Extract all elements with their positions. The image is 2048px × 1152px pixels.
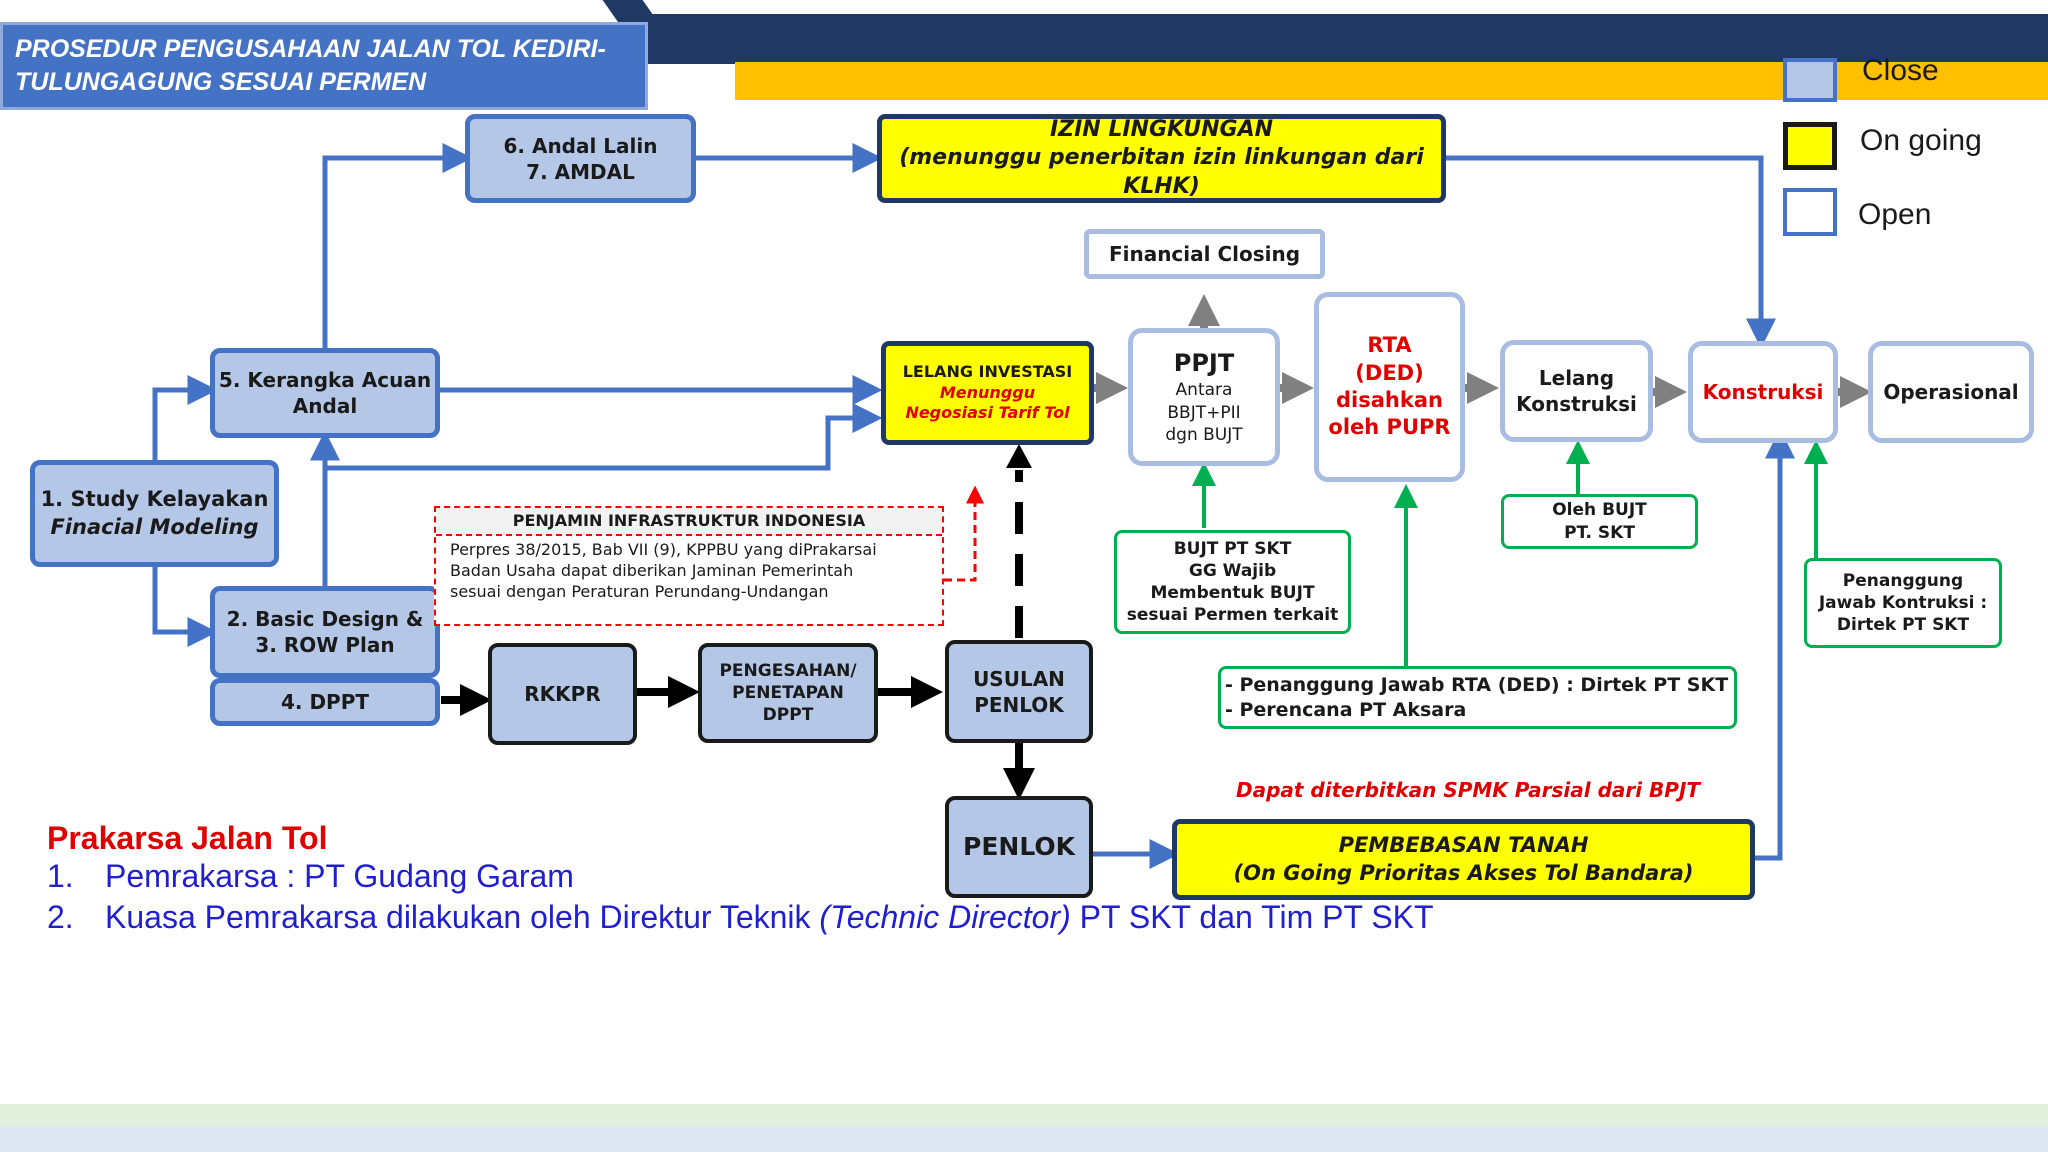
page-title-line2: TULUNGAGUNG SESUAI PERMEN	[15, 67, 427, 96]
note-penanggung-jawab-kontruksi: Penanggung Jawab Kontruksi : Dirtek PT S…	[1804, 558, 2002, 648]
node-basic-design[interactable]: 2. Basic Design & 3. ROW Plan	[210, 586, 440, 678]
node-pembebasan-line2: (On Going Prioritas Akses Tol Bandara)	[1233, 860, 1694, 885]
node-kerangka-acuan[interactable]: 5. Kerangka Acuan Andal	[210, 348, 440, 438]
node-usulan-line2: PENLOK	[974, 692, 1064, 717]
node-lelang-inv-line2: Menunggu	[939, 382, 1036, 402]
note-penanggung-line2: Jawab Kontruksi :	[1818, 592, 1988, 613]
pii-note: PENJAMIN INFRASTRUKTUR INDONESIA Perpres…	[434, 506, 944, 626]
note-oleh-bujt: Oleh BUJT PT. SKT	[1501, 494, 1698, 549]
node-lelang-kon-line2: Konstruksi	[1516, 392, 1637, 416]
node-financial-closing[interactable]: Financial Closing	[1084, 229, 1325, 279]
note-bujt-line1: BUJT PT SKT	[1173, 538, 1292, 559]
footer-band	[0, 1104, 2048, 1126]
node-ppjt-line3: BBJT+PII	[1167, 402, 1241, 423]
node-lelang-kon-line1: Lelang	[1538, 366, 1615, 390]
node-penlok[interactable]: PENLOK	[945, 796, 1093, 898]
node-kerangka-line2: Andal	[292, 394, 358, 418]
node-study-kelayakan[interactable]: 1. Study Kelayakan Finacial Modeling	[30, 460, 279, 567]
note-rta-penanggung-jawab: - Penanggung Jawab RTA (DED) : Dirtek PT…	[1218, 666, 1737, 729]
node-andal-line2: 7. AMDAL	[526, 159, 635, 184]
prakarsa-item-1: 1. Pemrakarsa : PT Gudang Garam	[47, 858, 574, 895]
node-pengesahan-line2: PENETAPAN	[732, 682, 844, 703]
prakarsa-item-2: 2. Kuasa Pemrakarsa dilakukan oleh Direkt…	[47, 899, 1434, 936]
node-study-line1: 1. Study Kelayakan	[40, 487, 269, 512]
prakarsa-item-2-text-a: Kuasa Pemrakarsa dilakukan oleh Direktur…	[105, 899, 811, 935]
node-andal-lalin[interactable]: 6. Andal Lalin 7. AMDAL	[465, 114, 696, 203]
node-dppt-line1: 4. DPPT	[280, 690, 370, 714]
node-study-line2: Finacial Modeling	[50, 514, 259, 539]
note-penanggung-line1: Penanggung	[1842, 570, 1964, 591]
prakarsa-item-1-number: 1.	[47, 858, 74, 894]
node-basic-line1: 2. Basic Design &	[226, 607, 424, 631]
note-spmk-parsial: Dapat diterbitkan SPMK Parsial dari BPJT	[1236, 778, 1701, 802]
page-title-line1: PROSEDUR PENGUSAHAAN JALAN TOL KEDIRI-	[15, 35, 606, 63]
node-ppjt-line4: dgn BUJT	[1165, 424, 1243, 445]
note-penanggung-line3: Dirtek PT SKT	[1836, 615, 1970, 636]
prakarsa-title: Prakarsa Jalan Tol	[47, 820, 328, 856]
note-bujt-line2: GG Wajib	[1188, 560, 1277, 581]
node-rta-line4: oleh PUPR	[1328, 415, 1451, 440]
node-izin-lingkungan[interactable]: IZIN LINGKUNGAN (menunggu penerbitan izi…	[877, 114, 1446, 203]
note-oleh-line2: PT. SKT	[1564, 522, 1635, 543]
node-operasional-line1: Operasional	[1883, 380, 2019, 404]
legend-close-swatch	[1783, 58, 1837, 102]
node-pembebasan-tanah[interactable]: PEMBEBASAN TANAH (On Going Prioritas Aks…	[1172, 819, 1755, 900]
node-pengesahan-line1: PENGESAHAN/	[719, 660, 857, 681]
node-basic-line2: 3. ROW Plan	[255, 633, 395, 657]
legend-open-swatch	[1783, 188, 1837, 236]
legend-open-label: Open	[1858, 198, 1932, 231]
legend-ongoing-swatch	[1783, 122, 1837, 170]
node-penlok-line1: PENLOK	[963, 831, 1075, 861]
node-andal-line1: 6. Andal Lalin	[503, 133, 658, 158]
prakarsa-item-1-text: Pemrakarsa : PT Gudang Garam	[105, 858, 574, 894]
node-pembebasan-line1: PEMBEBASAN TANAH	[1338, 833, 1589, 858]
node-dppt[interactable]: 4. DPPT	[210, 678, 440, 726]
node-konstruksi[interactable]: Konstruksi	[1688, 341, 1838, 443]
node-usulan-line1: USULAN	[973, 666, 1065, 691]
legend-close-label: Close	[1862, 54, 1939, 87]
node-usulan-penlok[interactable]: USULAN PENLOK	[945, 640, 1093, 743]
node-rta-line2: (DED)	[1355, 360, 1424, 385]
pii-note-line2: Badan Usaha dapat diberikan Jaminan Peme…	[450, 560, 854, 580]
note-rta-pj-line2: - Perencana PT Aksara	[1225, 698, 1467, 721]
prakarsa-item-2-text-c: PT SKT dan Tim PT SKT	[1079, 899, 1434, 935]
node-izin-line2: (menunggu penerbitan izin linkungan dari…	[899, 145, 1424, 199]
prakarsa-item-2-number: 2.	[47, 899, 74, 935]
node-ppjt-line2: Antara	[1175, 380, 1233, 401]
node-rta-ded[interactable]: RTA (DED) disahkan oleh PUPR	[1314, 292, 1465, 482]
node-pengesahan-line3: DPPT	[762, 705, 814, 726]
note-bujt-pt-skt: BUJT PT SKT GG Wajib Membentuk BUJT sesu…	[1114, 530, 1351, 634]
node-konstruksi-line1: Konstruksi	[1702, 380, 1824, 404]
node-lelang-investasi[interactable]: LELANG INVESTASI Menunggu Negosiasi Tari…	[881, 341, 1094, 445]
pii-note-line3: sesuai dengan Peraturan Perundang-Undang…	[450, 581, 829, 601]
node-lelang-inv-line3: Negosiasi Tarif Tol	[905, 403, 1070, 423]
node-ppjt-line1: PPJT	[1173, 349, 1235, 378]
node-fin-closing-line1: Financial Closing	[1108, 242, 1301, 266]
header-bar-navy	[640, 14, 2048, 64]
node-operasional[interactable]: Operasional	[1868, 341, 2034, 443]
legend-ongoing-label: On going	[1860, 124, 1982, 157]
node-ppjt[interactable]: PPJT Antara BBJT+PII dgn BUJT	[1128, 328, 1280, 466]
prakarsa-item-2-text-b: (Technic Director)	[819, 899, 1071, 935]
node-kerangka-line1: 5. Kerangka Acuan	[218, 368, 432, 392]
node-lelang-inv-line1: LELANG INVESTASI	[902, 361, 1073, 381]
node-rkkpr[interactable]: RKKPR	[488, 643, 637, 745]
footer-strip	[0, 1126, 2048, 1152]
node-izin-line1: IZIN LINGKUNGAN	[1049, 116, 1274, 142]
pii-note-title: PENJAMIN INFRASTRUKTUR INDONESIA	[436, 508, 942, 536]
node-lelang-konstruksi[interactable]: Lelang Konstruksi	[1500, 340, 1653, 442]
note-bujt-line3: Membentuk BUJT	[1150, 583, 1315, 603]
note-bujt-line4: sesuai Permen terkait	[1126, 605, 1339, 626]
node-rta-line1: RTA	[1367, 333, 1412, 358]
pii-note-line1: Perpres 38/2015, Bab VII (9), KPPBU yang…	[450, 540, 877, 559]
note-oleh-line1: Oleh BUJT	[1552, 500, 1647, 521]
note-rta-pj-line1: - Penanggung Jawab RTA (DED) : Dirtek PT…	[1225, 674, 1729, 696]
page-title: PROSEDUR PENGUSAHAAN JALAN TOL KEDIRI- T…	[0, 22, 648, 110]
node-pengesahan-dppt[interactable]: PENGESAHAN/ PENETAPAN DPPT	[698, 643, 878, 743]
node-rta-line3: disahkan	[1336, 388, 1443, 412]
node-rkkpr-line1: RKKPR	[524, 682, 601, 706]
